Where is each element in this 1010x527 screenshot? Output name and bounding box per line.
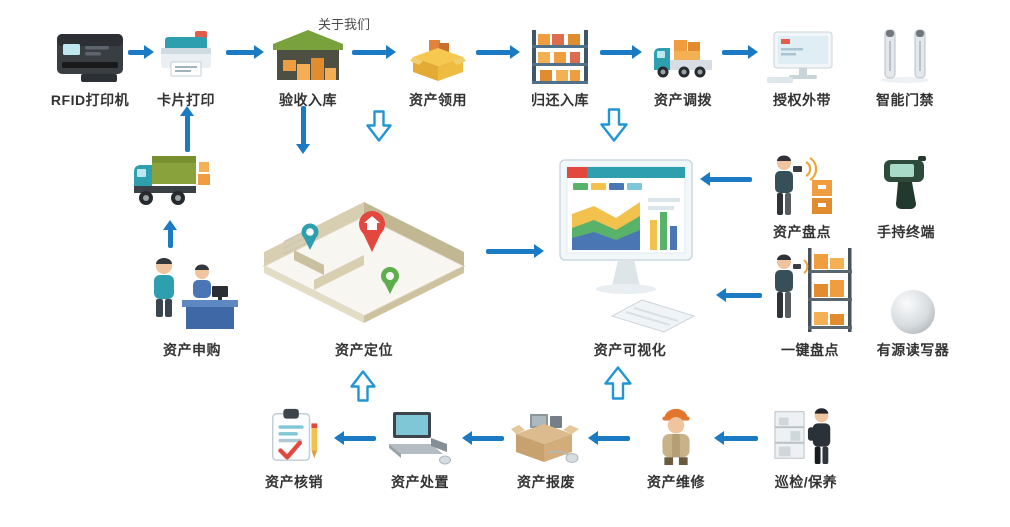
arrow-truck-to-card-printing xyxy=(180,106,195,152)
arrow-onekey-to-visualization xyxy=(716,288,762,303)
node-return-inbound: 归还入库 xyxy=(522,28,598,110)
asset-disposal-label: 资产处置 xyxy=(391,474,449,490)
node-asset-visualization: 资产可视化 xyxy=(554,148,706,360)
about-us-link[interactable]: 关于我们 xyxy=(318,17,371,32)
node-asset-requisition: 资产领用 xyxy=(402,28,474,110)
arrow-rfid-to-card xyxy=(128,45,154,60)
arrow-purchase-to-truck xyxy=(163,220,178,248)
node-receiving-inbound: 验收入库 xyxy=(264,28,352,110)
node-rfid-printer: RFID打印机 xyxy=(40,28,140,110)
disposal-devices-icon xyxy=(385,406,455,466)
asset-positioning-label: 资产定位 xyxy=(335,342,393,358)
arrow-repair-to-scrap xyxy=(588,431,630,446)
node-delivery-truck xyxy=(128,150,212,214)
inspection-maintenance-label: 巡检/保养 xyxy=(774,474,838,490)
handheld-terminal-label: 手持终端 xyxy=(877,224,935,240)
arrow-inbound-to-requisition xyxy=(352,45,396,60)
arrow-requisition-to-return xyxy=(476,45,520,60)
node-asset-inventory: 资产盘点 xyxy=(760,152,844,242)
node-inspection-maintenance: 巡检/保养 xyxy=(764,402,848,492)
delivery-truck-icon xyxy=(128,150,212,214)
repair-worker-icon xyxy=(644,404,708,466)
warehouse-icon xyxy=(271,28,345,84)
active-reader-sphere-icon xyxy=(891,284,935,334)
node-asset-repair: 资产维修 xyxy=(640,404,712,492)
node-asset-transfer: 资产调拨 xyxy=(644,28,722,110)
arrow-card-to-inbound xyxy=(226,45,264,60)
asset-writeoff-label: 资产核销 xyxy=(265,474,323,490)
scrap-box-icon xyxy=(510,406,582,466)
inventory-person-icon xyxy=(760,152,844,216)
transfer-truck-icon xyxy=(650,28,716,84)
arrow-disposal-to-writeoff xyxy=(334,431,376,446)
takeout-monitor-icon xyxy=(764,28,840,84)
node-one-key-inventory: 一键盘点 xyxy=(766,242,854,360)
purchase-people-icon xyxy=(142,250,242,334)
node-asset-purchase: 资产申购 xyxy=(142,250,242,360)
authorized-takeout-label: 授权外带 xyxy=(773,92,831,108)
node-asset-positioning: 资产定位 xyxy=(250,172,478,360)
shelf-rack-icon xyxy=(528,28,592,84)
arrow-inventory-to-visualization xyxy=(700,172,752,187)
arrow-positioning-to-visualization xyxy=(486,244,544,259)
asset-purchase-label: 资产申购 xyxy=(163,342,221,358)
card-printing-label: 卡片打印 xyxy=(157,92,215,108)
receiving-inbound-label: 验收入库 xyxy=(279,92,337,108)
asset-repair-label: 资产维修 xyxy=(647,474,705,490)
node-authorized-takeout: 授权外带 xyxy=(760,28,844,110)
node-asset-scrap: 资产报废 xyxy=(508,406,584,492)
active-reader-label: 有源读写器 xyxy=(876,342,950,358)
asset-requisition-label: 资产领用 xyxy=(409,92,467,108)
node-asset-disposal: 资产处置 xyxy=(382,406,458,492)
asset-transfer-label: 资产调拨 xyxy=(654,92,712,108)
node-card-printing: 卡片打印 xyxy=(148,28,224,110)
writeoff-clipboard-icon xyxy=(264,406,324,466)
arrow-transfer-to-takeout xyxy=(722,45,758,60)
arrow-inbound-to-positioning xyxy=(296,106,311,154)
arrow-scrap-to-disposal xyxy=(462,431,504,446)
hollow-arrow-down-left-icon xyxy=(366,110,392,147)
arrow-inspection-to-repair xyxy=(714,431,758,446)
rfid-printer-label: RFID打印机 xyxy=(50,92,130,108)
hollow-arrow-up-left-icon xyxy=(350,370,376,407)
handheld-terminal-icon xyxy=(874,152,938,216)
rfid-printer-icon xyxy=(51,28,129,84)
inspection-person-icon xyxy=(764,402,848,466)
asset-visualization-label: 资产可视化 xyxy=(593,342,667,358)
open-box-icon xyxy=(409,28,467,84)
smart-access-label: 智能门禁 xyxy=(876,92,934,108)
node-asset-writeoff: 资产核销 xyxy=(258,406,330,492)
node-handheld-terminal: 手持终端 xyxy=(874,152,938,242)
return-inbound-label: 归还入库 xyxy=(531,92,589,108)
hollow-arrow-down-right-icon xyxy=(600,108,628,147)
access-gates-icon xyxy=(877,28,933,84)
arrow-return-to-transfer xyxy=(600,45,642,60)
card-printer-icon xyxy=(155,28,217,84)
node-active-reader: 有源读写器 xyxy=(877,284,949,360)
dashboard-monitor-icon xyxy=(554,148,706,334)
node-smart-access: 智能门禁 xyxy=(870,28,940,110)
hollow-arrow-up-right-icon xyxy=(604,366,632,405)
asset-scrap-label: 资产报废 xyxy=(517,474,575,490)
asset-inventory-label: 资产盘点 xyxy=(773,224,831,240)
floorplan-map-icon xyxy=(250,172,478,334)
one-key-inventory-label: 一键盘点 xyxy=(781,342,839,358)
onekey-inventory-icon xyxy=(766,242,854,334)
